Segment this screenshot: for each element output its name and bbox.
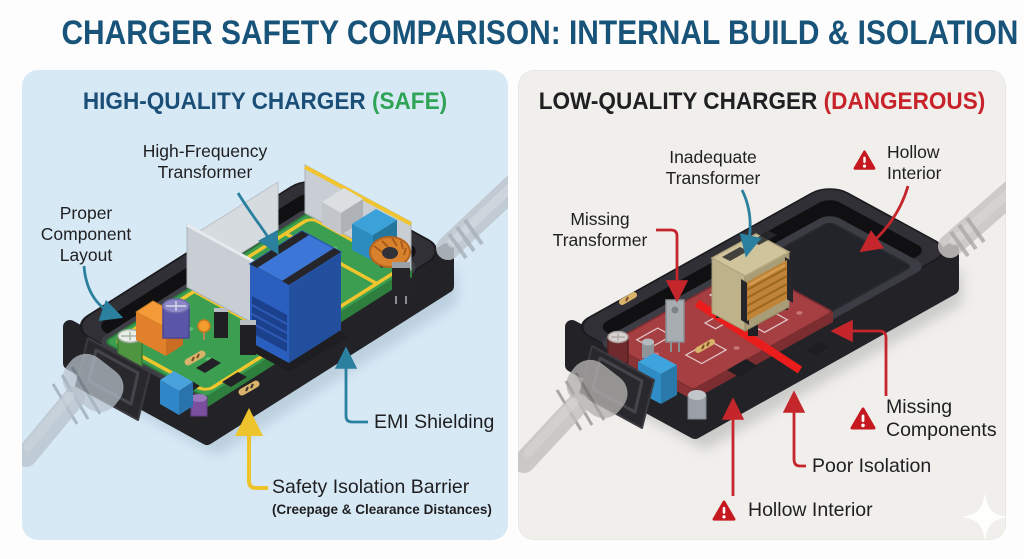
label-missing-transformer: Missing Transformer — [535, 209, 665, 251]
label-missing-components: Missing Components — [850, 396, 997, 442]
label-text: Missing Components — [886, 396, 997, 442]
label-text: Hollow Interior — [887, 142, 941, 184]
label-line: Transformer — [665, 168, 761, 188]
safe-heading-text: HIGH-QUALITY CHARGER — [82, 88, 366, 115]
page-title: CHARGER SAFETY COMPARISON: INTERNAL BUIL… — [61, 14, 1019, 52]
label-subline: (Creepage & Clearance Distances) — [272, 502, 492, 517]
label-line: Interior — [887, 163, 942, 183]
label-line: Inadequate — [669, 147, 757, 167]
label-safety-barrier: Safety Isolation Barrier (Creepage & Cle… — [272, 476, 492, 518]
label-hf-transformer: High-Frequency Transformer — [140, 141, 270, 183]
label-line: High-Frequency — [142, 141, 268, 161]
label-line: Hollow — [887, 142, 940, 162]
label-line: Hollow Interior — [748, 499, 873, 521]
label-proper-layout: Proper Component Layout — [26, 203, 146, 266]
label-line: Transformer — [552, 230, 648, 250]
label-hollow-interior-top: Hollow Interior — [853, 142, 941, 184]
warning-icon — [853, 150, 876, 171]
danger-heading-text: LOW-QUALITY CHARGER — [538, 88, 818, 115]
danger-panel-heading: LOW-QUALITY CHARGER (DANGEROUS) — [533, 88, 992, 116]
danger-tag: (DANGEROUS) — [823, 88, 986, 115]
warning-icon — [712, 500, 736, 522]
label-line: Component — [40, 224, 132, 244]
safe-panel-heading: HIGH-QUALITY CHARGER (SAFE) — [37, 88, 494, 116]
label-line: Components — [886, 419, 997, 441]
label-inadequate-transformer: Inadequate Transformer — [648, 147, 778, 189]
label-line: Proper — [59, 203, 113, 223]
safe-tag: (SAFE) — [371, 88, 448, 115]
danger-panel: LOW-QUALITY CHARGER (DANGEROUS) — [518, 70, 1006, 540]
label-line: Missing — [886, 396, 953, 418]
label-line: Transformer — [157, 162, 253, 182]
label-line: Layout — [59, 245, 113, 265]
label-line: Missing — [570, 209, 630, 229]
label-poor-isolation: Poor Isolation — [812, 455, 932, 477]
label-emi-shielding: EMI Shielding — [374, 411, 495, 433]
label-line: Safety Isolation Barrier — [272, 476, 470, 498]
warning-icon — [850, 407, 876, 431]
label-hollow-interior-bottom: Hollow Interior — [712, 499, 873, 522]
